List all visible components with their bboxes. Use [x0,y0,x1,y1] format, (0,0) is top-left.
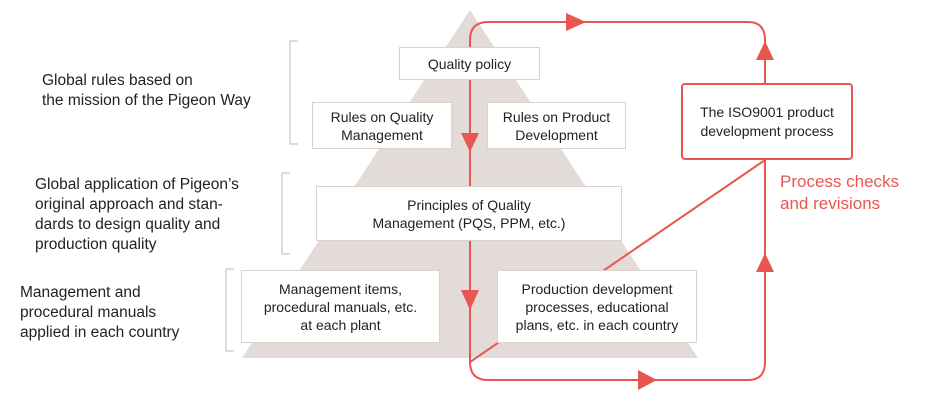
quality-policy-box: Quality policy [399,47,540,80]
arrow-left-lower [461,290,479,310]
management-items-box: Management items, procedural manuals, et… [241,270,440,343]
arrow-left-upper [461,133,479,152]
label-global-application: Global application of Pigeon’s original … [35,176,239,253]
arrow-right-upper [756,41,774,60]
brace-bottom [225,268,234,352]
production-development-box: Production development processes, educat… [497,270,697,343]
brace-middle [281,172,290,255]
process-checks-label: Process checks and revisions [780,172,900,213]
process-loop [468,21,766,381]
label-global-rules: Global rules based on the mission of the… [42,72,251,109]
rules-product-development-box: Rules on Product Development [487,102,626,149]
iso9001-process-box: The ISO9001 product development process [681,83,853,160]
brace-top [289,40,298,145]
principles-quality-management-box: Principles of Quality Management (PQS, P… [316,186,622,241]
arrow-top-left [566,13,586,31]
rules-quality-management-box: Rules on Quality Management [312,102,452,149]
arrow-bottom [638,370,657,390]
label-management-manuals: Management and procedural manuals applie… [20,284,180,341]
arrow-right-lower [756,253,774,272]
